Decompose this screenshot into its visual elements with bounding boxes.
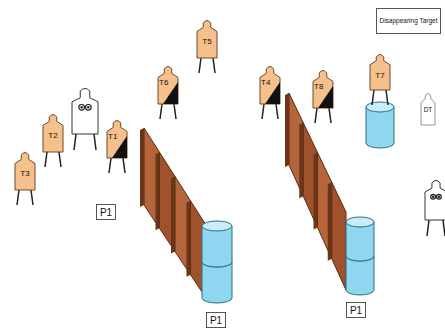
walls	[140, 93, 346, 298]
barrels	[202, 102, 394, 303]
wall-edge	[314, 153, 318, 230]
no-shoot-target	[72, 89, 98, 151]
target-number: T2	[42, 132, 64, 141]
target-number: T1	[108, 133, 117, 142]
position-box: P1	[96, 204, 116, 220]
no-shoot-target	[425, 181, 445, 237]
wall-edge	[299, 123, 303, 199]
wall-edge	[187, 201, 191, 277]
shooting-target: T2	[42, 114, 64, 152]
wall-edge	[156, 152, 160, 230]
target-number: T8	[314, 83, 323, 92]
shooting-target: T5	[196, 20, 218, 58]
barrel	[346, 217, 374, 261]
target-number: T7	[369, 72, 391, 81]
target-number: T3	[14, 170, 36, 179]
wall-edge	[328, 182, 332, 261]
wall-edge	[285, 93, 289, 167]
shooting-target: T4	[259, 66, 281, 104]
box-label: P1	[100, 207, 112, 218]
box-label: Disappearing Target	[379, 17, 437, 24]
position-box: P1	[346, 302, 366, 318]
shooting-target: T8	[312, 70, 334, 108]
position-box: P1	[206, 312, 226, 328]
no-shoot-targets	[72, 89, 445, 237]
box-label: P1	[350, 305, 362, 316]
legend-box: Disappearing Target	[376, 8, 441, 34]
shooting-target: DT	[420, 93, 436, 125]
barrel	[202, 221, 232, 267]
wall-edge	[140, 128, 144, 207]
target-number: T5	[196, 38, 218, 47]
barrel	[366, 102, 394, 148]
wall-panel	[332, 182, 346, 290]
shooting-target: T7	[369, 54, 391, 90]
target-number: T4	[261, 79, 270, 88]
shooting-target: T3	[14, 152, 36, 190]
shooting-target: T6	[157, 66, 179, 104]
shooting-target: T1	[106, 120, 128, 158]
wall-edge	[171, 177, 175, 254]
box-label: P1	[210, 315, 222, 326]
target-number: T6	[159, 79, 168, 88]
target-number: DT	[420, 106, 436, 113]
